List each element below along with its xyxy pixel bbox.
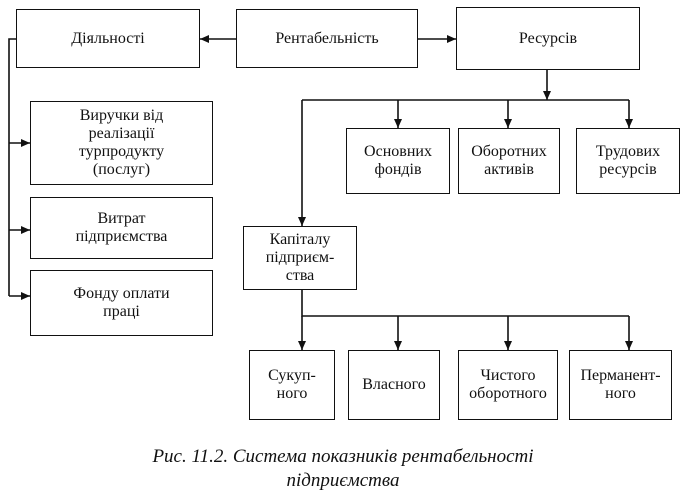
node-activity: Діяльності bbox=[16, 9, 200, 68]
figure-caption-line1: Рис. 11.2. Система показників рентабельн… bbox=[152, 446, 534, 467]
node-payroll-fund: Фонду оплати праці bbox=[30, 270, 213, 336]
node-own: Власного bbox=[348, 350, 440, 420]
node-revenue: Виручки від реалізації турпродукту (посл… bbox=[30, 101, 213, 185]
node-permanent: Перманент- ного bbox=[569, 350, 672, 420]
activity-bus bbox=[8, 38, 16, 296]
node-capital: Капіталу підприєм- ства bbox=[243, 226, 357, 290]
node-resources: Ресурсів bbox=[456, 7, 640, 70]
node-fixed-assets: Основних фондів bbox=[346, 128, 450, 194]
node-labor-resources: Трудових ресурсів bbox=[576, 128, 680, 194]
figure-caption-line2: підприємства bbox=[286, 470, 400, 491]
node-aggregate: Сукуп- ного bbox=[249, 350, 335, 420]
node-net-working: Чистого оборотного bbox=[458, 350, 558, 420]
node-enterprise-costs: Витрат підприємства bbox=[30, 197, 213, 259]
node-profitability: Рентабельність bbox=[236, 9, 418, 68]
capital-bus bbox=[301, 290, 629, 317]
node-current-assets: Оборотних активів bbox=[458, 128, 560, 194]
